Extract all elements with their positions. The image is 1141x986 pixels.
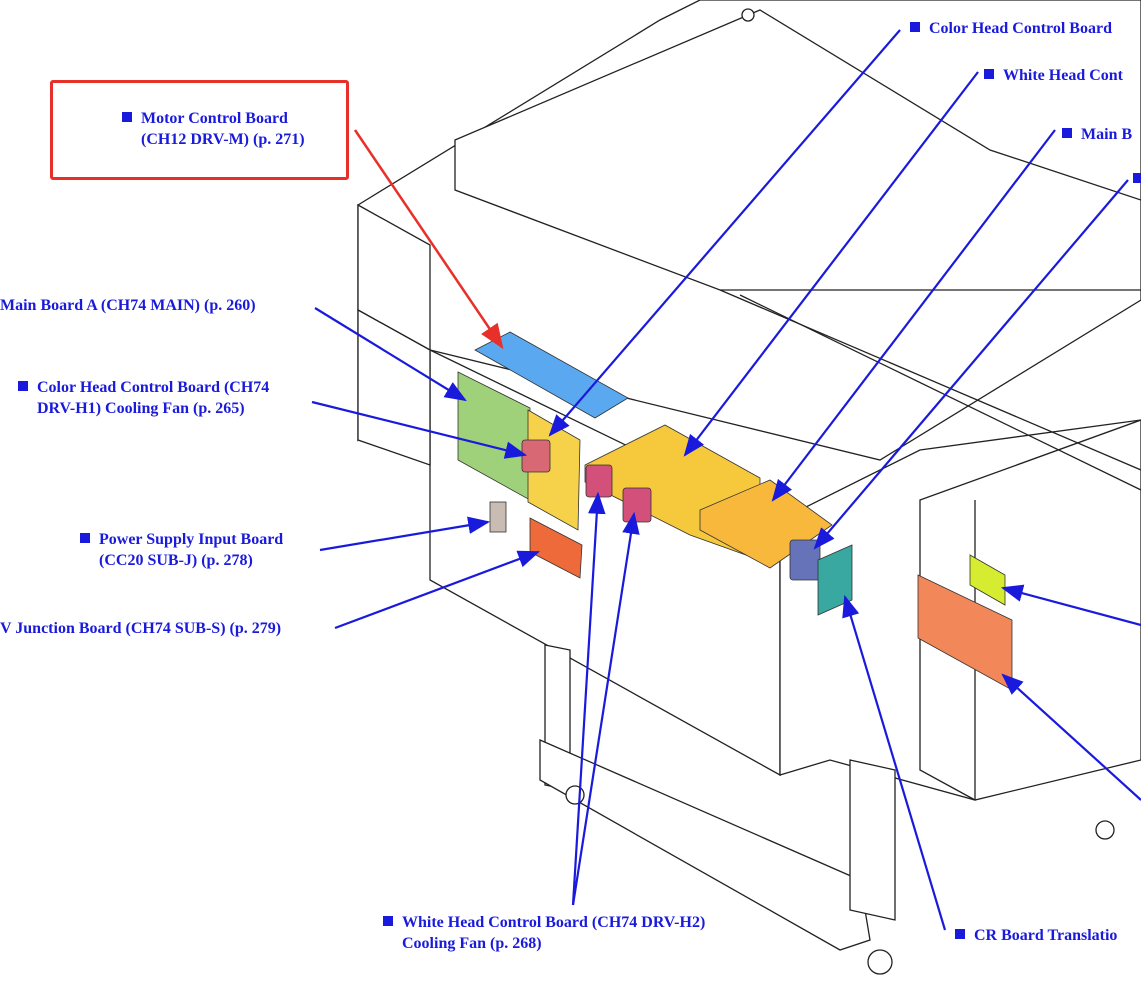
- label-main-board-b[interactable]: Main B: [1062, 124, 1132, 145]
- label-color-head-fan[interactable]: Color Head Control Board (CH74 DRV-H1) C…: [18, 377, 269, 419]
- color-head-fan: [521, 439, 551, 473]
- leader-lines: [311, 29, 1141, 931]
- bullet-icon: [383, 916, 393, 926]
- bullet-icon: [955, 929, 965, 939]
- bullet-icon: [18, 381, 28, 391]
- label-white-head-fan[interactable]: White Head Control Board (CH74 DRV-H2) C…: [383, 912, 705, 954]
- right-board-green: [969, 554, 1006, 606]
- label-motor-control-board[interactable]: Motor Control Board (CH12 DRV-M) (p. 271…: [122, 108, 305, 150]
- bullet-icon: [80, 533, 90, 543]
- label-white-head-control-board[interactable]: White Head Cont: [984, 65, 1123, 86]
- bullet-icon: [910, 22, 920, 32]
- label-color-head-control-board[interactable]: Color Head Control Board: [910, 18, 1112, 39]
- motor-leader-line: [353, 129, 504, 350]
- label-cr-board[interactable]: CR Board Translatio: [955, 925, 1117, 946]
- white-fan-2: [622, 487, 652, 523]
- white-fan-1: [585, 464, 613, 498]
- junction-board: [529, 517, 583, 579]
- bullet-icon: [1133, 173, 1141, 183]
- label-offscreen: [1133, 169, 1141, 190]
- bullet-icon: [1062, 128, 1072, 138]
- label-main-board-a[interactable]: Main Board A (CH74 MAIN) (p. 260): [0, 297, 256, 314]
- power-supply-input-board: [489, 501, 507, 533]
- label-power-supply-input-board[interactable]: Power Supply Input Board (CC20 SUB-J) (p…: [80, 529, 283, 571]
- label-junction-board[interactable]: V Junction Board (CH74 SUB-S) (p. 279): [0, 620, 282, 637]
- bullet-icon: [122, 112, 132, 122]
- bullet-icon: [984, 69, 994, 79]
- highlight-box: [50, 80, 349, 180]
